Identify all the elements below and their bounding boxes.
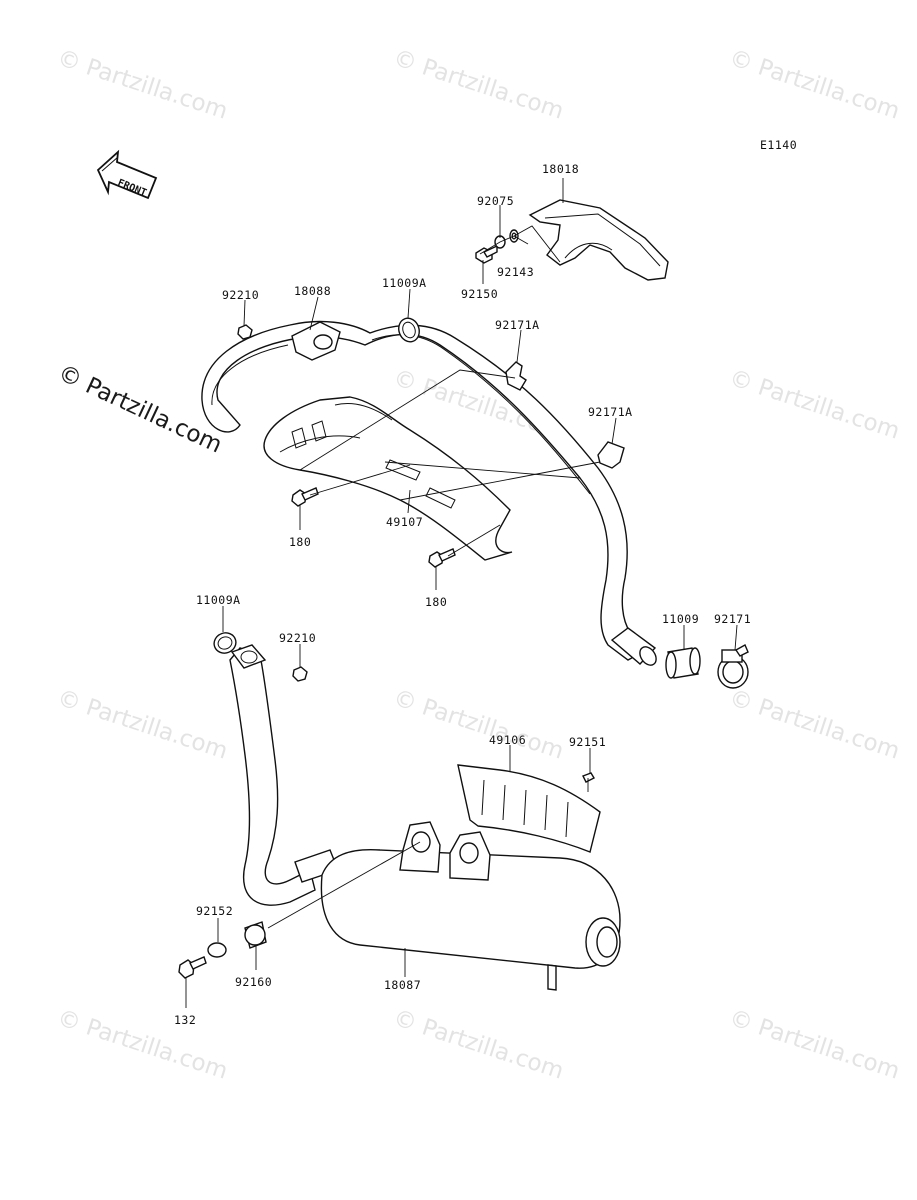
callout-92160[interactable]: 92160 bbox=[235, 975, 273, 989]
callout-92210-bottom[interactable]: 92210 bbox=[279, 631, 317, 645]
screw-92151 bbox=[582, 772, 595, 792]
callout-92143[interactable]: 92143 bbox=[497, 265, 535, 279]
lower-exhaust-pipe bbox=[229, 644, 339, 906]
callout-11009[interactable]: 11009 bbox=[662, 612, 700, 626]
nut-92210-top bbox=[237, 324, 253, 340]
callout-11009A-top[interactable]: 11009A bbox=[382, 276, 427, 290]
callout-180-2[interactable]: 180 bbox=[425, 595, 448, 609]
callout-18088[interactable]: 18088 bbox=[294, 284, 332, 298]
callout-92210-top[interactable]: 92210 bbox=[222, 288, 260, 302]
bolt-180-1 bbox=[291, 487, 319, 507]
exhaust-pipe-18088 bbox=[201, 320, 657, 666]
heat-shield-49107 bbox=[263, 396, 513, 561]
callout-92151[interactable]: 92151 bbox=[569, 735, 607, 749]
bolt-132 bbox=[178, 956, 207, 979]
callout-18018[interactable]: 18018 bbox=[542, 162, 580, 176]
collar-92160 bbox=[244, 921, 267, 949]
callout-132[interactable]: 132 bbox=[174, 1013, 197, 1027]
bracket-92171A-2 bbox=[597, 441, 625, 469]
front-arrow-icon: FRONT bbox=[96, 149, 158, 200]
callout-49107[interactable]: 49107 bbox=[386, 515, 424, 529]
callout-49106[interactable]: 49106 bbox=[489, 733, 527, 747]
gasket-11009A-top bbox=[398, 317, 420, 343]
clamp-92171 bbox=[717, 644, 749, 689]
callout-92171A-1[interactable]: 92171A bbox=[495, 318, 540, 332]
bracket-92171A-1 bbox=[505, 361, 527, 391]
muffler-18087 bbox=[320, 821, 621, 991]
alignment-lines bbox=[299, 225, 601, 557]
bolt-92150 bbox=[475, 244, 498, 264]
callout-92075[interactable]: 92075 bbox=[477, 194, 515, 208]
gasket-11009A-bottom bbox=[213, 632, 237, 654]
callout-92152[interactable]: 92152 bbox=[196, 904, 234, 918]
callout-92171[interactable]: 92171 bbox=[714, 612, 752, 626]
callout-180-1[interactable]: 180 bbox=[289, 535, 312, 549]
callout-92150[interactable]: 92150 bbox=[461, 287, 499, 301]
heat-shield-49106 bbox=[457, 764, 601, 853]
callout-18087[interactable]: 18087 bbox=[384, 978, 422, 992]
callout-11009A-bottom[interactable]: 11009A bbox=[196, 593, 241, 607]
callout-92171A-2[interactable]: 92171A bbox=[588, 405, 633, 419]
washer-92152 bbox=[207, 942, 227, 958]
diagram-code: E1140 bbox=[760, 138, 798, 152]
callout-leaders bbox=[185, 178, 738, 1008]
nut-92210-bottom bbox=[292, 666, 308, 682]
bolt-180-2 bbox=[428, 548, 456, 568]
sleeve-11009 bbox=[665, 647, 701, 679]
bracket-18018 bbox=[528, 199, 669, 281]
